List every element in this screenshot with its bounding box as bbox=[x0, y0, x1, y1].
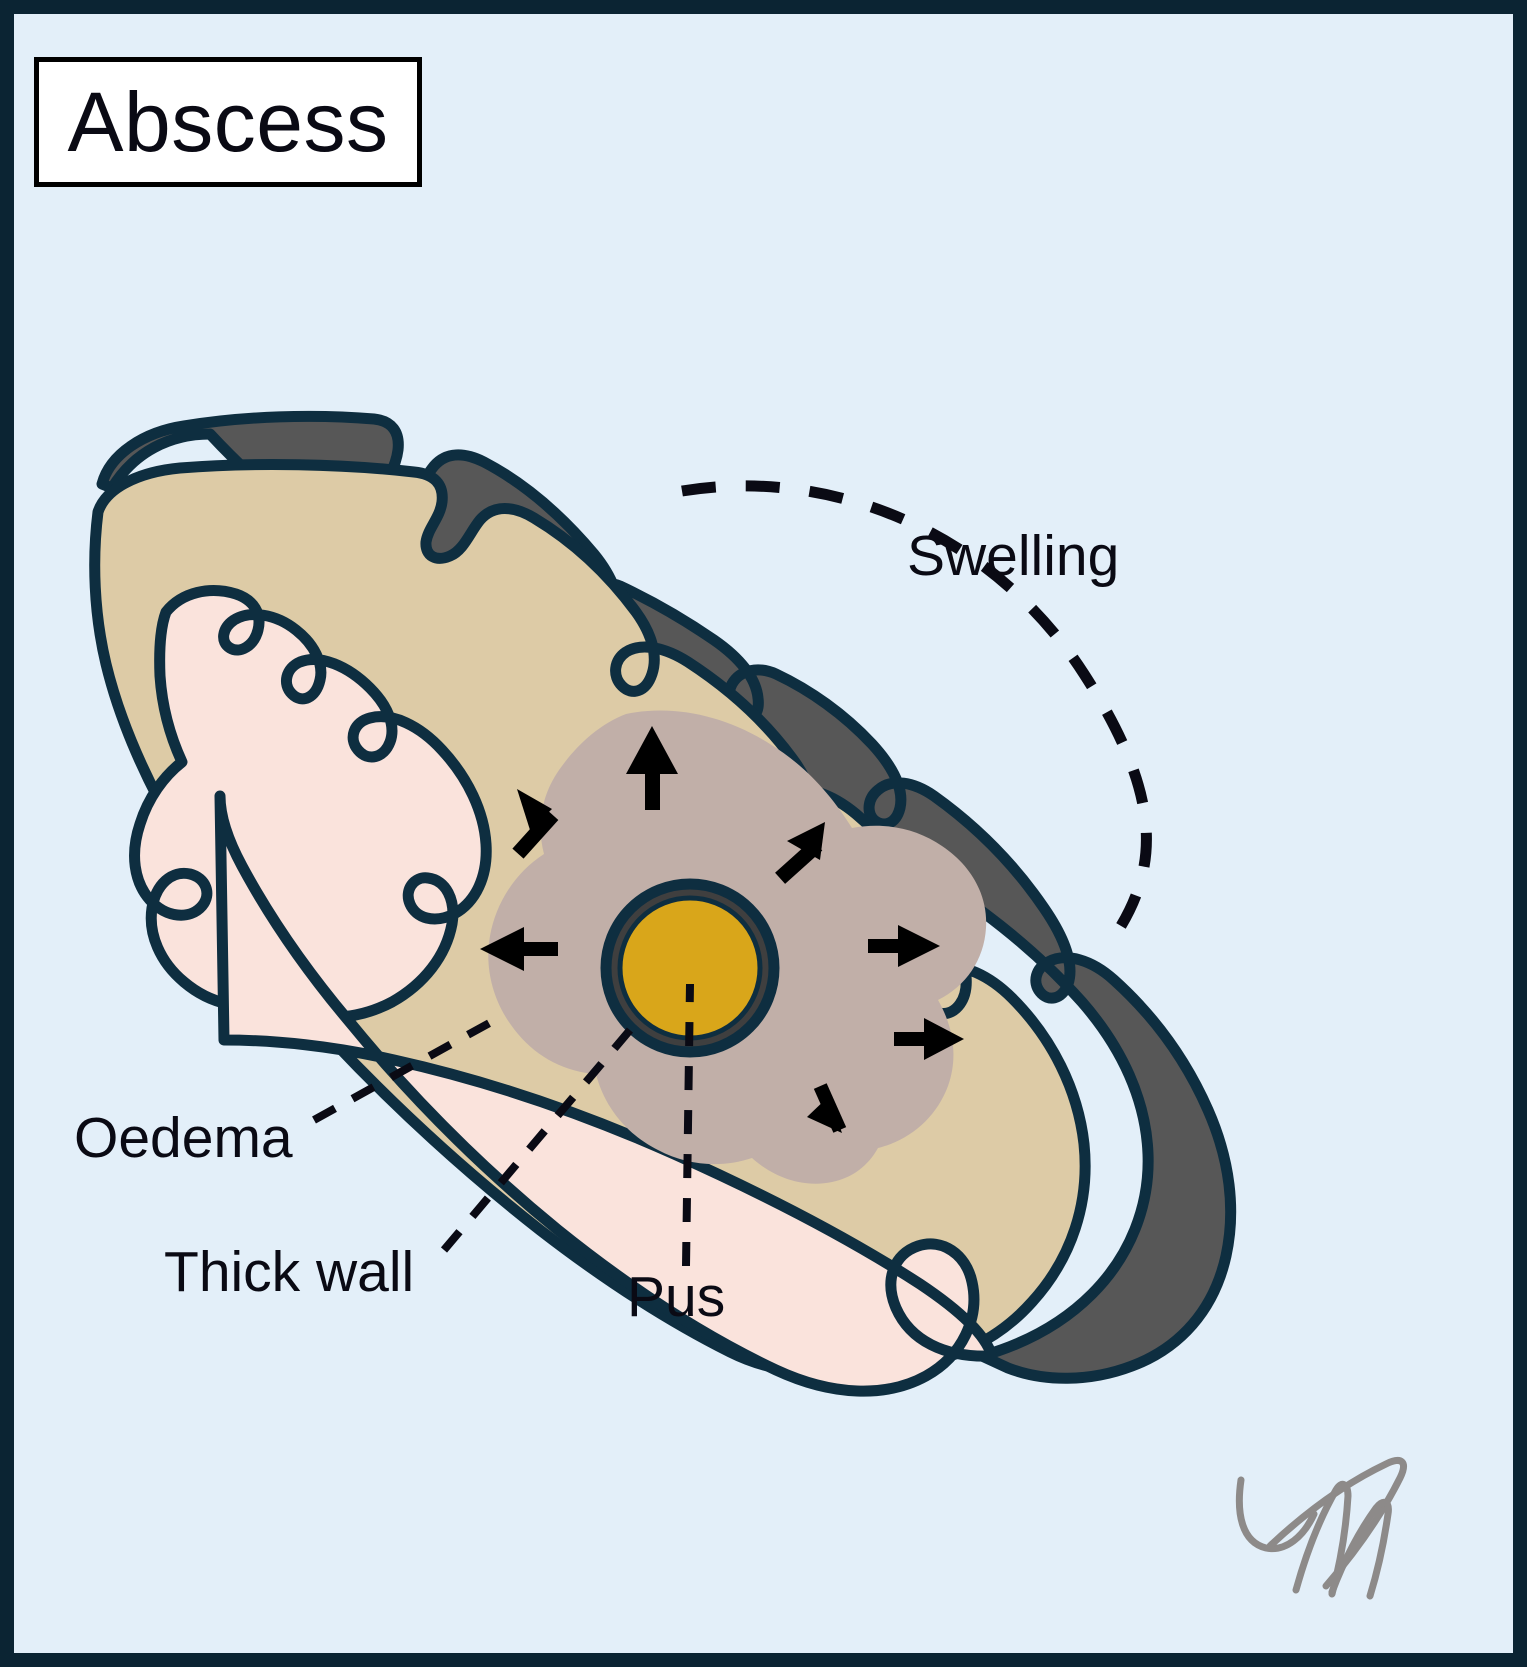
arrow-down bbox=[807, 1083, 847, 1133]
leader-thick-wall bbox=[440, 1027, 634, 1253]
arrow-right-upper bbox=[868, 925, 940, 967]
label-oedema: Oedema bbox=[74, 1106, 293, 1170]
pressure-arrows bbox=[480, 726, 964, 1133]
label-pus: Pus bbox=[627, 1265, 726, 1329]
label-thick-wall: Thick wall bbox=[164, 1240, 415, 1304]
label-swelling: Swelling bbox=[907, 524, 1120, 588]
artist-signature bbox=[1235, 1457, 1407, 1600]
swelling-arc bbox=[681, 480, 1152, 944]
arrow-right-lower bbox=[894, 1018, 964, 1060]
leader-pus bbox=[682, 983, 694, 1267]
arrow-up-left bbox=[512, 789, 559, 859]
title-box: Abscess bbox=[34, 57, 422, 187]
page-title: Abscess bbox=[67, 75, 389, 169]
pus-core bbox=[617, 895, 763, 1041]
epidermis-layer bbox=[96, 410, 1237, 1384]
leader-oedema bbox=[312, 1012, 504, 1124]
arrow-up-right bbox=[775, 822, 825, 884]
arrow-up bbox=[626, 726, 678, 810]
arrow-left bbox=[480, 927, 558, 971]
abscess-illustration bbox=[89, 410, 1407, 1600]
